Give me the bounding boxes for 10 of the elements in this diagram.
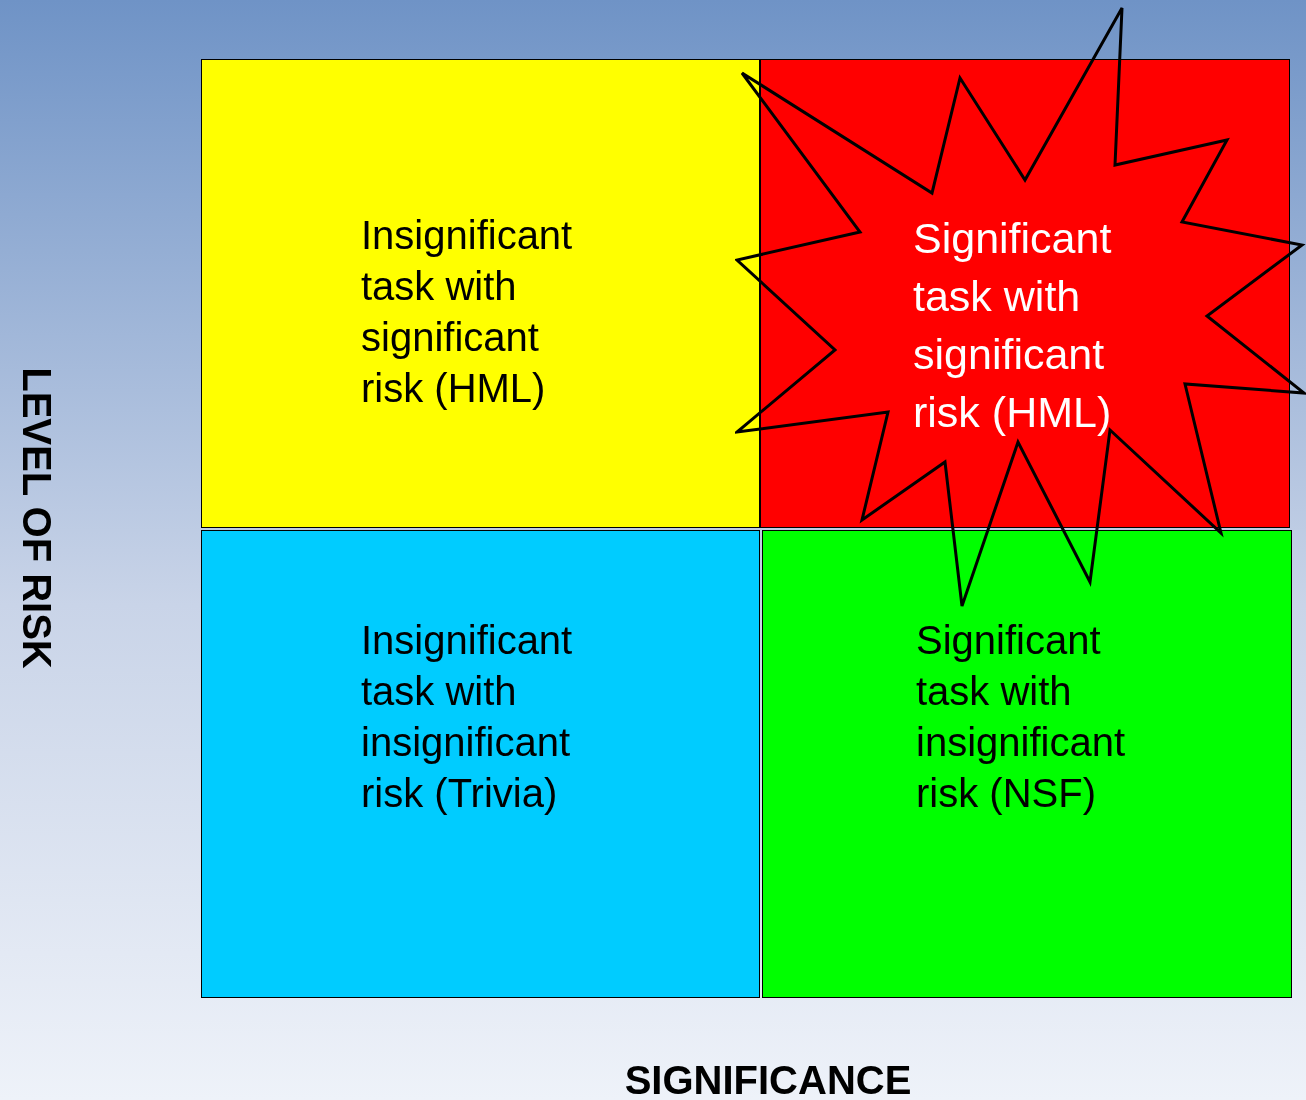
axis-title: SIGNIFICANCE: [624, 1057, 912, 1100]
quadrant-label: Significant task with insignificant risk (NSF): [916, 617, 1126, 817]
starburst-shape: [735, 6, 1306, 608]
quadrant-label: Significant task with significant risk (HML): [913, 213, 1113, 438]
quadrant-label: Insignificant task with significant risk (HML): [361, 212, 574, 412]
quadrant-label: Insignificant task with insignificant risk (Trivia): [361, 617, 574, 817]
quadrant-box: [201, 59, 760, 528]
quadrant-box: [762, 530, 1292, 998]
quadrant-box: [201, 530, 760, 998]
axis-title: LEVEL OF RISK: [13, 367, 59, 669]
